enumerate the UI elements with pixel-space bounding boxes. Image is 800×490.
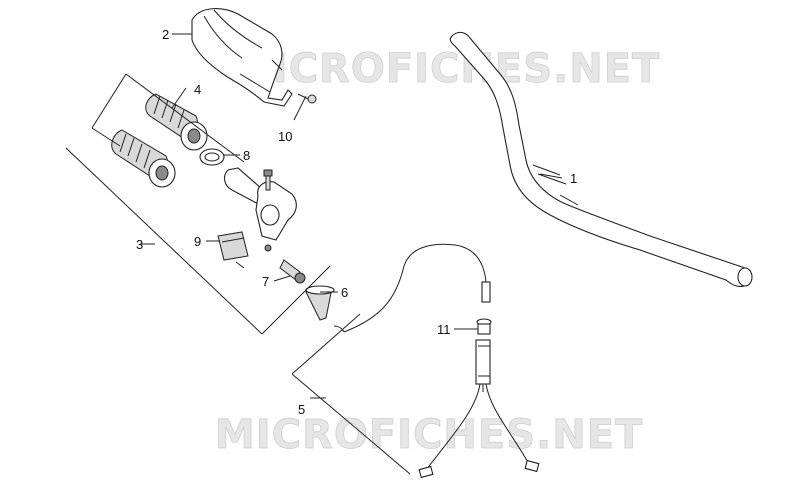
callout-7: 7 — [262, 274, 269, 289]
callout-11: 11 — [437, 322, 451, 337]
handlebar-part[interactable] — [449, 31, 753, 288]
throttle-tube-part[interactable] — [223, 167, 297, 252]
throttle-cable-part[interactable] — [333, 243, 540, 479]
cover-plate-part[interactable] — [217, 231, 249, 269]
callout-5: 5 — [298, 402, 305, 417]
watermark-top: MICROFICHES.NET — [232, 46, 660, 92]
callout-10: 10 — [278, 129, 292, 144]
callout-2: 2 — [162, 27, 169, 42]
callout-9: 9 — [194, 234, 201, 249]
hand-guard-part[interactable] — [191, 8, 293, 107]
leader-lines — [65, 33, 563, 475]
callout-6: 6 — [341, 285, 348, 300]
rubber-boot-part[interactable] — [305, 285, 335, 321]
callout-1: 1 — [570, 171, 577, 186]
grip-lower-part[interactable] — [111, 129, 176, 188]
washer-part[interactable] — [199, 148, 225, 166]
callout-3: 3 — [136, 237, 143, 252]
callout-8: 8 — [243, 148, 250, 163]
screw-part[interactable] — [297, 93, 317, 104]
callout-4: 4 — [194, 82, 201, 97]
adjuster-screw-part[interactable] — [279, 259, 306, 284]
watermark-bottom: MICROFICHES.NET — [215, 412, 643, 458]
